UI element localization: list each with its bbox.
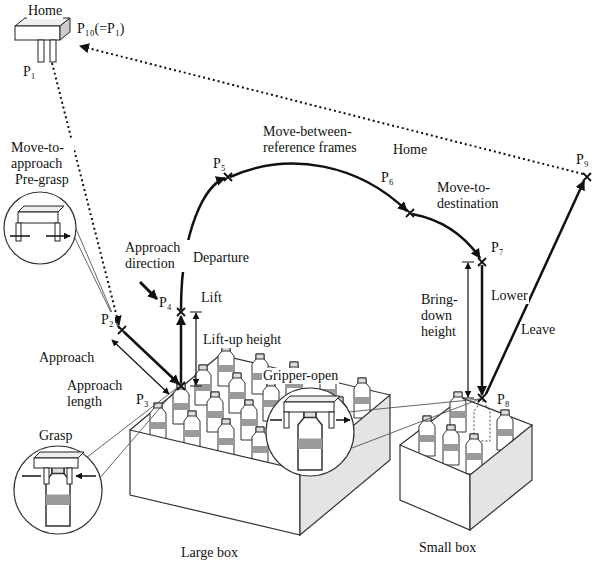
heading-label: Home — [27, 3, 63, 19]
box-label: Large box — [180, 545, 239, 561]
motion-label: Lift — [200, 290, 223, 306]
gripper-open-callout-part-part — [298, 410, 322, 470]
grasp-callout-part — [34, 458, 78, 468]
small-box-part — [443, 425, 459, 465]
dimension-arrow — [112, 262, 474, 398]
motion-path-part — [486, 181, 584, 394]
motion-label: Move-to-destination — [436, 180, 516, 212]
waypoint-mark-part — [478, 394, 486, 402]
waypoint-mark-part — [177, 382, 185, 390]
waypoint-mark-part — [478, 258, 486, 266]
small-box-part — [419, 416, 435, 456]
gripper-open-callout — [266, 388, 354, 476]
waypoint-mark-part — [177, 308, 185, 316]
small-box — [400, 392, 532, 530]
home-gripper-part — [15, 26, 60, 40]
callout-leader-part — [348, 399, 480, 448]
dimension-label: Approach length — [66, 378, 130, 410]
callout-title: Grasp — [38, 428, 73, 444]
waypoint-mark-part — [118, 326, 126, 334]
waypoint-mark-part — [406, 209, 414, 217]
motion-path-part — [124, 332, 179, 384]
box-label: Small box — [418, 540, 477, 556]
motion-path-part — [140, 282, 157, 299]
pre-grasp-callout-part — [55, 223, 60, 241]
point-label: P₃ — [135, 392, 150, 408]
home-gripper-part — [50, 40, 56, 62]
point-label: P₇ — [490, 240, 505, 256]
pre-grasp-callout — [4, 192, 76, 264]
grasp-callout-part — [44, 468, 49, 484]
point-label: P₁₀(=P₁) — [76, 21, 125, 37]
motion-path-part — [80, 46, 583, 174]
callout-title: Pre-grasp — [14, 172, 70, 188]
grasp-callout-part — [46, 466, 70, 526]
waypoint-mark — [118, 173, 591, 402]
motion-path-part — [180, 316, 183, 383]
pre-grasp-callout-part — [16, 223, 21, 241]
pre-grasp-callout-part — [10, 235, 70, 237]
motion-label: Move-to-approach — [10, 140, 74, 172]
callout-title: Gripper-open — [262, 368, 339, 384]
grasp-callout-part — [14, 446, 102, 534]
motion-label: Approach direction — [124, 240, 198, 272]
gripper-open-callout-part — [284, 396, 340, 402]
grasp-callout-part-part — [46, 466, 70, 526]
small-box-part — [470, 425, 532, 530]
pre-grasp-callout-part — [18, 212, 58, 223]
point-label: P₁ — [22, 64, 37, 80]
dimension-label: Lift-up height — [202, 332, 282, 348]
grasp-callout-part — [34, 452, 84, 458]
small-box-part — [400, 445, 470, 530]
waypoint-mark-part — [583, 173, 591, 181]
point-label: P₆ — [380, 170, 395, 186]
motion-label: Home — [392, 142, 428, 158]
grasp-callout-part — [67, 468, 72, 484]
motion-path — [52, 46, 584, 395]
gripper-open-callout-part — [284, 402, 334, 412]
motion-label: Approach — [38, 350, 95, 366]
gripper-open-callout-part — [270, 419, 350, 421]
waypoint-mark-part — [224, 173, 232, 181]
home-gripper — [15, 18, 70, 62]
motion-path-part — [481, 265, 484, 395]
large-box-part — [229, 373, 245, 413]
motion-path-part — [412, 214, 480, 258]
dimension-arrow-part — [467, 263, 468, 397]
point-label: P₅ — [212, 156, 227, 172]
dimension-arrow-part — [195, 313, 196, 385]
motion-label: Departure — [192, 250, 250, 266]
motion-label: Leave — [520, 322, 556, 338]
gripper-open-callout-part — [266, 388, 354, 476]
point-label: P₉ — [575, 152, 590, 168]
gripper-open-callout-part — [298, 410, 322, 470]
motion-label: Move-between-reference frames — [262, 124, 374, 156]
dimension-arrow-part — [190, 312, 202, 386]
point-label: P₂ — [100, 312, 115, 328]
motion-path-part — [230, 164, 407, 211]
pre-grasp-callout-part — [18, 206, 64, 212]
grasp-callout-part — [22, 475, 96, 477]
gripper-open-callout-part — [284, 412, 289, 428]
large-box-part — [354, 378, 370, 418]
pre-grasp-callout-part — [4, 192, 76, 264]
motion-label: Lower — [490, 288, 529, 304]
grasp-callout — [14, 446, 102, 534]
dimension-label: Bring-down height — [420, 292, 466, 340]
motion-path-part — [52, 63, 119, 325]
point-label: P₄ — [158, 295, 173, 311]
home-gripper-part — [38, 40, 44, 62]
point-label: P₈ — [496, 392, 511, 408]
gripper-open-callout-part — [329, 412, 334, 428]
home-gripper-part — [60, 18, 70, 40]
large-box-part — [195, 365, 211, 405]
callout-leader — [68, 210, 480, 480]
